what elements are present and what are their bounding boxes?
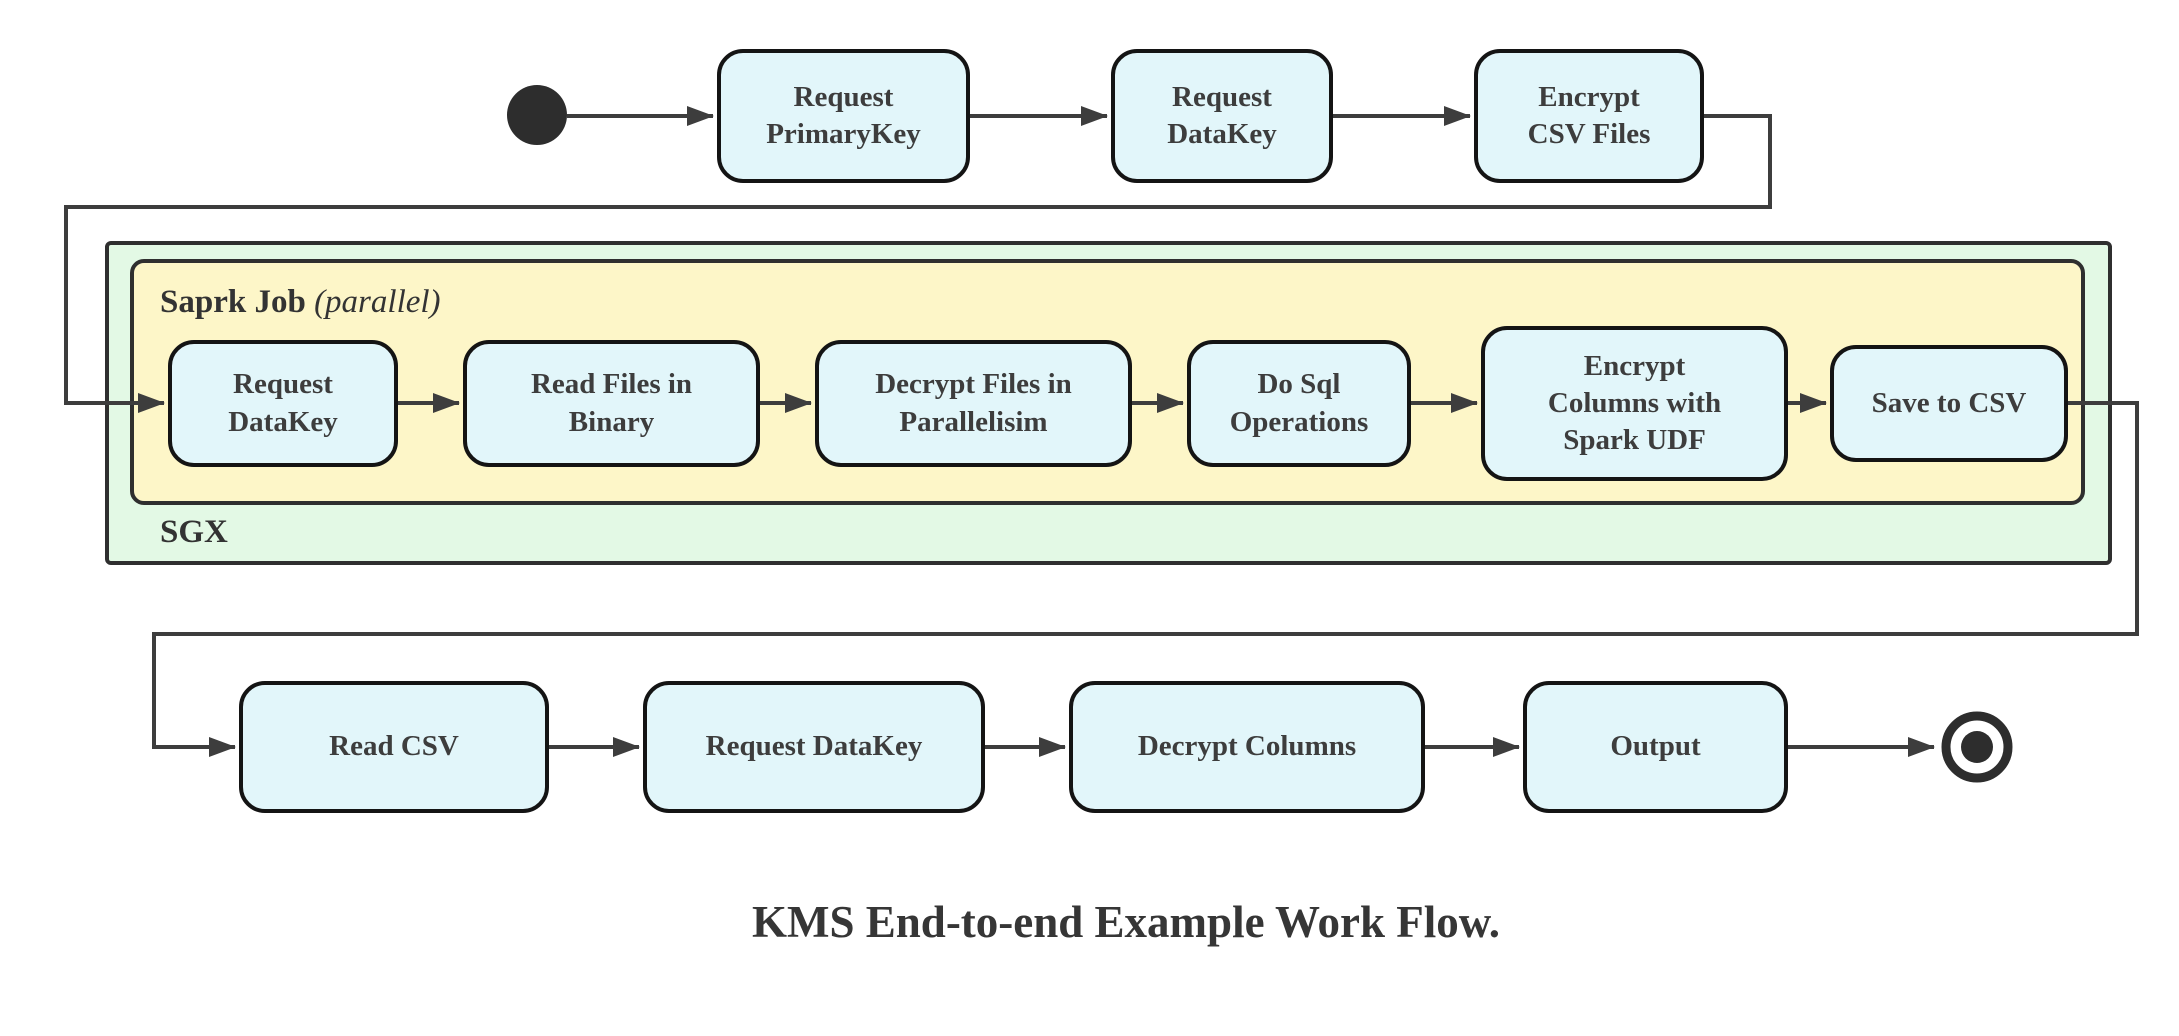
- parallel-label: (parallel): [314, 284, 441, 320]
- sgx-label: SGX: [160, 514, 228, 550]
- node-sgx-request-datakey: Request DataKey: [168, 340, 398, 467]
- node-label: Request DataKey: [1167, 80, 1277, 150]
- node-label: Request PrimaryKey: [766, 80, 921, 150]
- node-decrypt-files-in-parallelism: Decrypt Files in Parallelisim: [815, 340, 1132, 467]
- start-node: [507, 85, 567, 145]
- node-request-datakey-top: Request DataKey: [1111, 49, 1333, 183]
- node-label: Request DataKey: [228, 368, 338, 438]
- node-request-datakey-bottom: Request DataKey: [643, 681, 985, 813]
- end-node-dot: [1961, 731, 1993, 763]
- node-decrypt-columns: Decrypt Columns: [1069, 681, 1425, 813]
- spark-job-label: Saprk Job (parallel): [160, 284, 441, 321]
- node-encrypt-columns-with-spark-udf: Encrypt Columns with Spark UDF: [1481, 326, 1788, 481]
- node-label: Decrypt Files in Parallelisim: [875, 368, 1072, 438]
- node-request-primarykey: Request PrimaryKey: [717, 49, 970, 183]
- node-label: Decrypt Columns: [1137, 730, 1357, 763]
- node-label: Output: [1610, 730, 1701, 763]
- spark-job-label-title: Saprk Job: [160, 284, 306, 320]
- node-label: Request DataKey: [705, 730, 923, 763]
- node-label: Read Files in Binary: [530, 368, 693, 438]
- node-read-csv: Read CSV: [239, 681, 549, 813]
- diagram-caption: KMS End-to-end Example Work Flow.: [751, 897, 1501, 947]
- node-save-to-csv: Save to CSV: [1830, 345, 2068, 462]
- node-label: Encrypt CSV Files: [1527, 80, 1651, 150]
- node-read-files-in-binary: Read Files in Binary: [463, 340, 760, 467]
- node-do-sql-operations: Do Sql Operations: [1187, 340, 1411, 467]
- node-encrypt-csv-files: Encrypt CSV Files: [1474, 49, 1704, 183]
- node-label: Read CSV: [329, 730, 459, 763]
- node-label: Save to CSV: [1871, 386, 2027, 419]
- node-output: Output: [1523, 681, 1788, 813]
- node-label: Do Sql Operations: [1229, 368, 1369, 438]
- node-label: Encrypt Columns with Spark UDF: [1547, 349, 1722, 457]
- end-node-ring: [1941, 711, 2013, 783]
